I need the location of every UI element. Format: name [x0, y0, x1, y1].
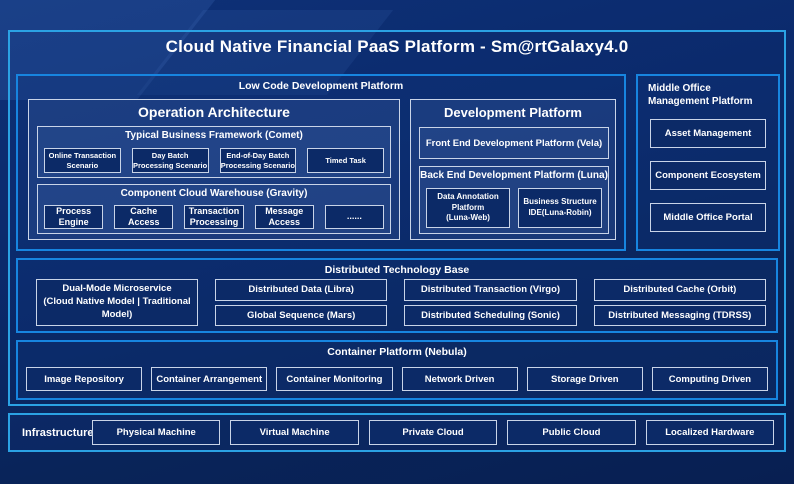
panel-typical-business-framework: Typical Business Framework (Comet) Onlin…: [37, 126, 391, 178]
panel-component-cloud-warehouse: Component Cloud Warehouse (Gravity) Proc…: [37, 184, 391, 234]
distributed-box: Global Sequence (Mars): [215, 304, 388, 326]
infrastructure-label: Infrastructure: [22, 426, 94, 439]
distributed-items: Dual-Mode Microservice (Cloud Native Mod…: [36, 279, 766, 326]
dual-mode-microservice-box: Dual-Mode Microservice (Cloud Native Mod…: [36, 279, 198, 326]
scenario-box: Online Transaction Scenario: [44, 148, 121, 173]
section-distributed-technology-base: Distributed Technology Base Dual-Mode Mi…: [16, 258, 778, 333]
panel-back-end-development: Back End Development Platform (Luna) Dat…: [419, 166, 609, 234]
distributed-column: Distributed Data (Libra) Global Sequence…: [215, 279, 388, 326]
front-end-label: Front End Development Platform (Vela): [425, 137, 603, 149]
infrastructure-box: Virtual Machine: [230, 420, 359, 445]
component-box: Message Access: [254, 205, 314, 229]
middle-office-title: Middle Office Management Platform: [648, 83, 753, 107]
section-container-platform: Container Platform (Nebula) Image Reposi…: [16, 340, 778, 400]
component-cloud-warehouse-title: Component Cloud Warehouse (Gravity): [120, 188, 308, 199]
container-box: Container Monitoring: [276, 367, 393, 391]
page-title: Cloud Native Financial PaaS Platform - S…: [165, 37, 629, 56]
scenario-box: End-of-Day Batch Processing Scenario: [219, 148, 297, 173]
scenario-box: Timed Task: [307, 148, 384, 173]
infrastructure-box: Physical Machine: [92, 420, 221, 445]
tool-code: IDE(Luna-Robin): [528, 208, 592, 217]
infrastructure-box: Private Cloud: [368, 420, 498, 445]
container-platform-items: Image Repository Container Arrangement C…: [26, 367, 769, 391]
section-middle-office: Middle Office Management Platform Asset …: [636, 74, 780, 251]
back-end-tool-box: Business Structure IDE(Luna-Robin): [518, 188, 602, 228]
container-box: Network Driven: [401, 367, 518, 391]
section-low-code-platform: Low Code Development Platform Operation …: [16, 74, 626, 251]
back-end-tool-box: Data Annotation Platform (Luna-Web): [426, 188, 510, 228]
component-box: Process Engine: [44, 205, 104, 229]
container-box: Storage Driven: [526, 367, 643, 391]
container-box: Container Arrangement: [151, 367, 268, 391]
operation-architecture-title: Operation Architecture: [138, 104, 290, 120]
panel-front-end-development: Front End Development Platform (Vela): [419, 127, 609, 159]
distributed-column: Distributed Transaction (Virgo) Distribu…: [404, 279, 577, 326]
typical-business-framework-items: Online Transaction Scenario Day Batch Pr…: [44, 148, 384, 173]
distributed-box: Distributed Messaging (TDRSS): [593, 304, 766, 326]
scenario-box: Day Batch Processing Scenario: [131, 148, 209, 173]
low-code-label: Low Code Development Platform: [238, 80, 404, 92]
tool-name: Data Annotation Platform: [437, 191, 499, 212]
infrastructure-box: Localized Hardware: [645, 420, 775, 445]
infrastructure-items: Physical Machine Virtual Machine Private…: [92, 420, 775, 445]
middle-office-box: Middle Office Portal: [650, 203, 766, 232]
back-end-title: Back End Development Platform (Luna): [420, 170, 608, 181]
dual-mode-detail: (Cloud Native Model | Traditional Model): [43, 296, 191, 320]
infrastructure-box: Public Cloud: [507, 420, 636, 445]
back-end-items: Data Annotation Platform (Luna-Web) Busi…: [426, 188, 602, 228]
typical-business-framework-title: Typical Business Framework (Comet): [125, 130, 303, 141]
component-cloud-warehouse-items: Process Engine Cache Access Transaction …: [44, 205, 385, 229]
panel-operation-architecture: Operation Architecture Typical Business …: [28, 99, 400, 240]
distributed-box: Distributed Transaction (Virgo): [404, 279, 577, 301]
middle-office-box: Component Ecosystem: [650, 161, 766, 190]
distributed-column: Distributed Cache (Orbit) Distributed Me…: [593, 279, 766, 326]
component-box: Transaction Processing: [184, 205, 244, 229]
component-box: Cache Access: [114, 205, 174, 229]
container-box: Image Repository: [26, 367, 143, 391]
platform-frame: Cloud Native Financial PaaS Platform - S…: [8, 30, 786, 406]
section-infrastructure: Infrastructure Physical Machine Virtual …: [8, 413, 786, 452]
component-box-more: ......: [324, 205, 385, 229]
distributed-box: Distributed Scheduling (Sonic): [404, 304, 577, 326]
distributed-box: Distributed Cache (Orbit): [593, 279, 766, 301]
dual-mode-name: Dual-Mode Microservice: [62, 283, 172, 295]
tool-name: Business Structure: [523, 197, 597, 207]
container-platform-title: Container Platform (Nebula): [327, 346, 467, 358]
middle-office-box: Asset Management: [650, 119, 766, 148]
distributed-box: Distributed Data (Libra): [215, 279, 388, 301]
tool-code: (Luna-Web): [446, 213, 490, 223]
panel-development-platform: Development Platform Front End Developme…: [410, 99, 616, 240]
development-platform-title: Development Platform: [444, 105, 582, 120]
container-box: Computing Driven: [651, 367, 769, 391]
distributed-title: Distributed Technology Base: [324, 264, 470, 276]
